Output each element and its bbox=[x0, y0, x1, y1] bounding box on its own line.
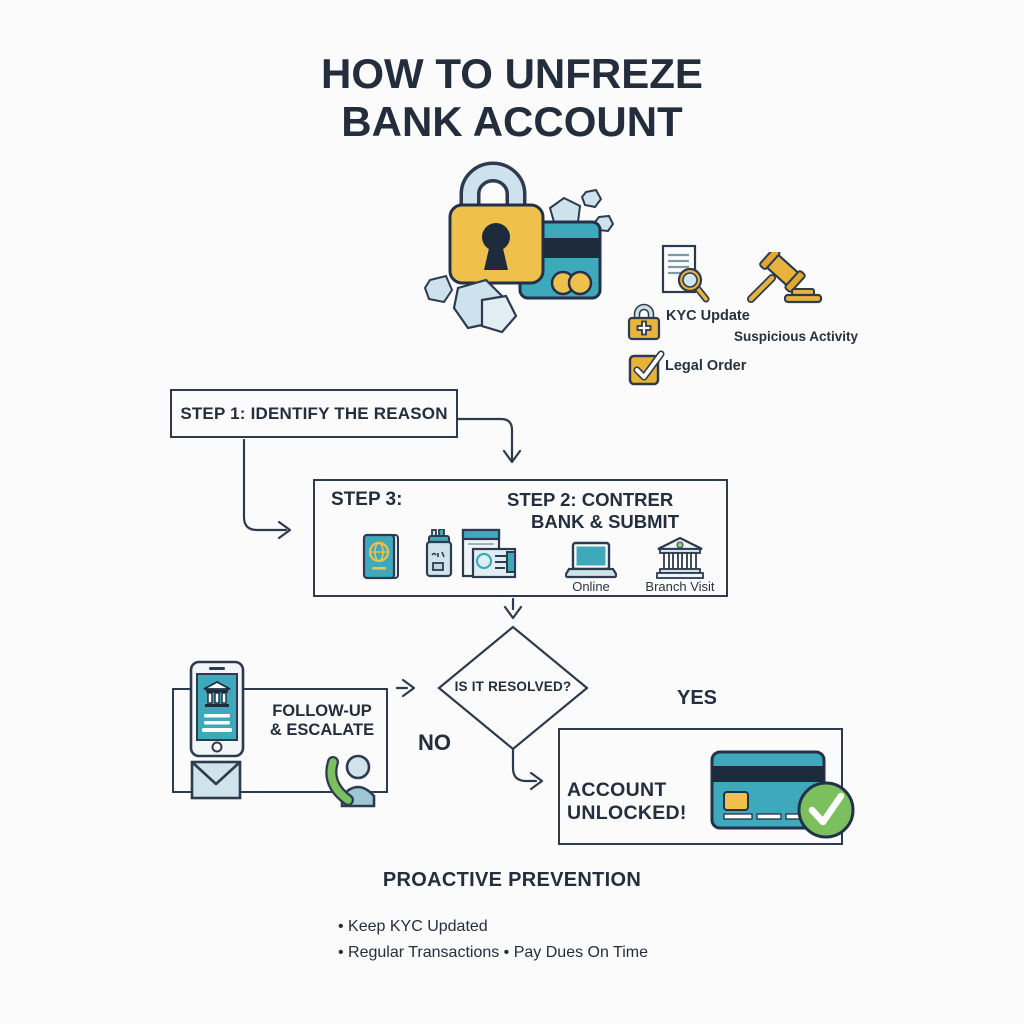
followup-label-line1: FOLLOW-UP bbox=[272, 702, 372, 720]
decision-yes-label: YES bbox=[677, 687, 718, 709]
bank-glyph bbox=[203, 680, 231, 707]
branch-visit-label: Branch Visit bbox=[645, 579, 715, 594]
bank-branch-icon bbox=[656, 537, 704, 579]
page-title-line1: HOW TO UNFREZE bbox=[321, 50, 703, 97]
decision-no-label: NO bbox=[418, 730, 451, 755]
prevention-list: • Keep KYC Updated • Regular Transaction… bbox=[338, 914, 648, 966]
checkbox-check-icon bbox=[628, 350, 665, 386]
keyhole bbox=[482, 223, 510, 251]
step2-label-line1: STEP 2: CONTRER bbox=[507, 489, 674, 510]
gavel-icon bbox=[747, 252, 823, 304]
ice-crystal-icon bbox=[580, 188, 603, 209]
id-documents-icon bbox=[461, 528, 517, 579]
step2-step3-box: STEP 3: STEP 2: CONTRER BANK & SUBMIT bbox=[313, 479, 728, 597]
online-label: Online bbox=[572, 579, 610, 594]
phone-call-person-icon bbox=[325, 754, 376, 808]
reason-suspicious-label: Suspicious Activity bbox=[734, 329, 859, 344]
decision-diamond bbox=[437, 625, 589, 751]
followup-label: FOLLOW-UP & ESCALATE bbox=[258, 702, 386, 740]
step3-label: STEP 3: bbox=[331, 489, 403, 510]
step1-box: STEP 1: IDENTIFY THE REASON bbox=[170, 389, 458, 438]
decision-question: IS IT RESOLVED? bbox=[454, 679, 572, 694]
account-unlocked-line1: ACCOUNT bbox=[567, 779, 667, 801]
reason-legal-label: Legal Order bbox=[665, 358, 747, 374]
page-title-line2: BANK ACCOUNT bbox=[341, 98, 683, 145]
prevention-item-line1: • Keep KYC Updated bbox=[338, 918, 488, 935]
prevention-heading: PROACTIVE PREVENTION bbox=[382, 869, 642, 891]
reason-kyc-label: KYC Update bbox=[666, 308, 750, 324]
document-container-icon bbox=[425, 529, 453, 578]
connector-step1-to-step3 bbox=[242, 438, 288, 532]
unlocked-card-check-icon bbox=[710, 750, 855, 839]
connector-step1-to-step2 bbox=[456, 417, 514, 461]
envelope-icon bbox=[190, 760, 242, 800]
laptop-online-icon bbox=[565, 541, 617, 579]
passport-icon bbox=[362, 533, 399, 580]
mobile-banking-phone-icon bbox=[189, 660, 245, 758]
step2-label-line2: BANK & SUBMIT bbox=[531, 511, 679, 532]
lock-plus-icon bbox=[627, 303, 661, 341]
green-check-circle-icon bbox=[797, 781, 855, 839]
ice-crystal-icon bbox=[480, 294, 518, 334]
followup-label-line2: & ESCALATE bbox=[269, 721, 375, 739]
followup-box bbox=[172, 688, 388, 793]
account-unlocked-line2: UNLOCKED! bbox=[567, 802, 687, 824]
kyc-document-magnifier-icon bbox=[661, 244, 710, 303]
connector-decision-to-unlocked bbox=[511, 748, 538, 783]
padlock-icon bbox=[448, 161, 545, 285]
account-unlocked-label: ACCOUNT UNLOCKED! bbox=[567, 779, 687, 825]
frozen-lock-card-illustration bbox=[423, 161, 615, 334]
ice-crystal-icon bbox=[548, 196, 582, 223]
ice-crystal-icon bbox=[423, 274, 454, 304]
page-title: HOW TO UNFREZE BANK ACCOUNT bbox=[0, 50, 1024, 146]
step1-label: STEP 1: IDENTIFY THE REASON bbox=[180, 404, 448, 423]
prevention-item-line2: • Regular Transactions • Pay Dues On Tim… bbox=[338, 944, 648, 961]
